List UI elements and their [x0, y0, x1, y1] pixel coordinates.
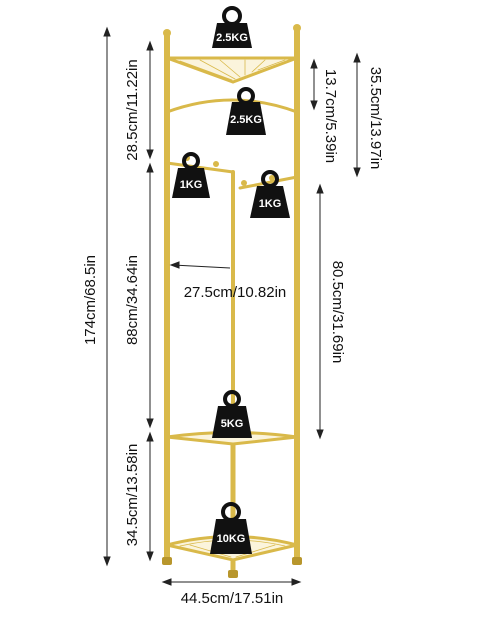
- weight-bottom-shelf: 10KG: [217, 533, 246, 545]
- bottom-tier-height-label: 34.5cm/13.58in: [124, 444, 141, 547]
- left-foot: [162, 557, 172, 565]
- weight-hook-right: 1KG: [259, 198, 282, 210]
- weight-icon: 1KG: [172, 152, 210, 198]
- dimension-lines: [103, 26, 361, 586]
- center-foot: [228, 570, 238, 578]
- top-shelf: [166, 56, 298, 84]
- shelf-frame: [162, 24, 302, 578]
- total-height-label: 174cm/68.5in: [82, 255, 99, 345]
- weight-middle-shelf: 5KG: [221, 418, 244, 430]
- right-foot: [292, 557, 302, 565]
- weight-top-shelf: 2.5KG: [216, 32, 248, 44]
- weight-icon: 1KG: [250, 170, 290, 218]
- rod-span-label: 80.5cm/31.69in: [329, 261, 346, 364]
- weight-icon: 10KG: [210, 502, 252, 554]
- weight-icon: 5KG: [212, 390, 252, 438]
- top-section-label: 35.5cm/13.97in: [367, 67, 384, 170]
- weight-hook-left: 1KG: [180, 179, 203, 191]
- base-width-label: 44.5cm/17.51in: [181, 590, 284, 607]
- top-gap-label: 13.7cm/5.39in: [322, 69, 339, 163]
- weight-icon: 2.5KG: [226, 87, 266, 135]
- left-pole-cap: [163, 29, 171, 37]
- right-pole-cap: [293, 24, 301, 32]
- weight-arc-shelf: 2.5KG: [230, 114, 262, 126]
- weight-icon: 2.5KG: [212, 6, 252, 48]
- top-tier-height-label: 28.5cm/11.22in: [124, 59, 141, 160]
- middle-height-label: 88cm/34.64in: [124, 255, 141, 345]
- arc-rail: [165, 98, 299, 114]
- hanger-width-label: 27.5cm/10.82in: [184, 284, 287, 301]
